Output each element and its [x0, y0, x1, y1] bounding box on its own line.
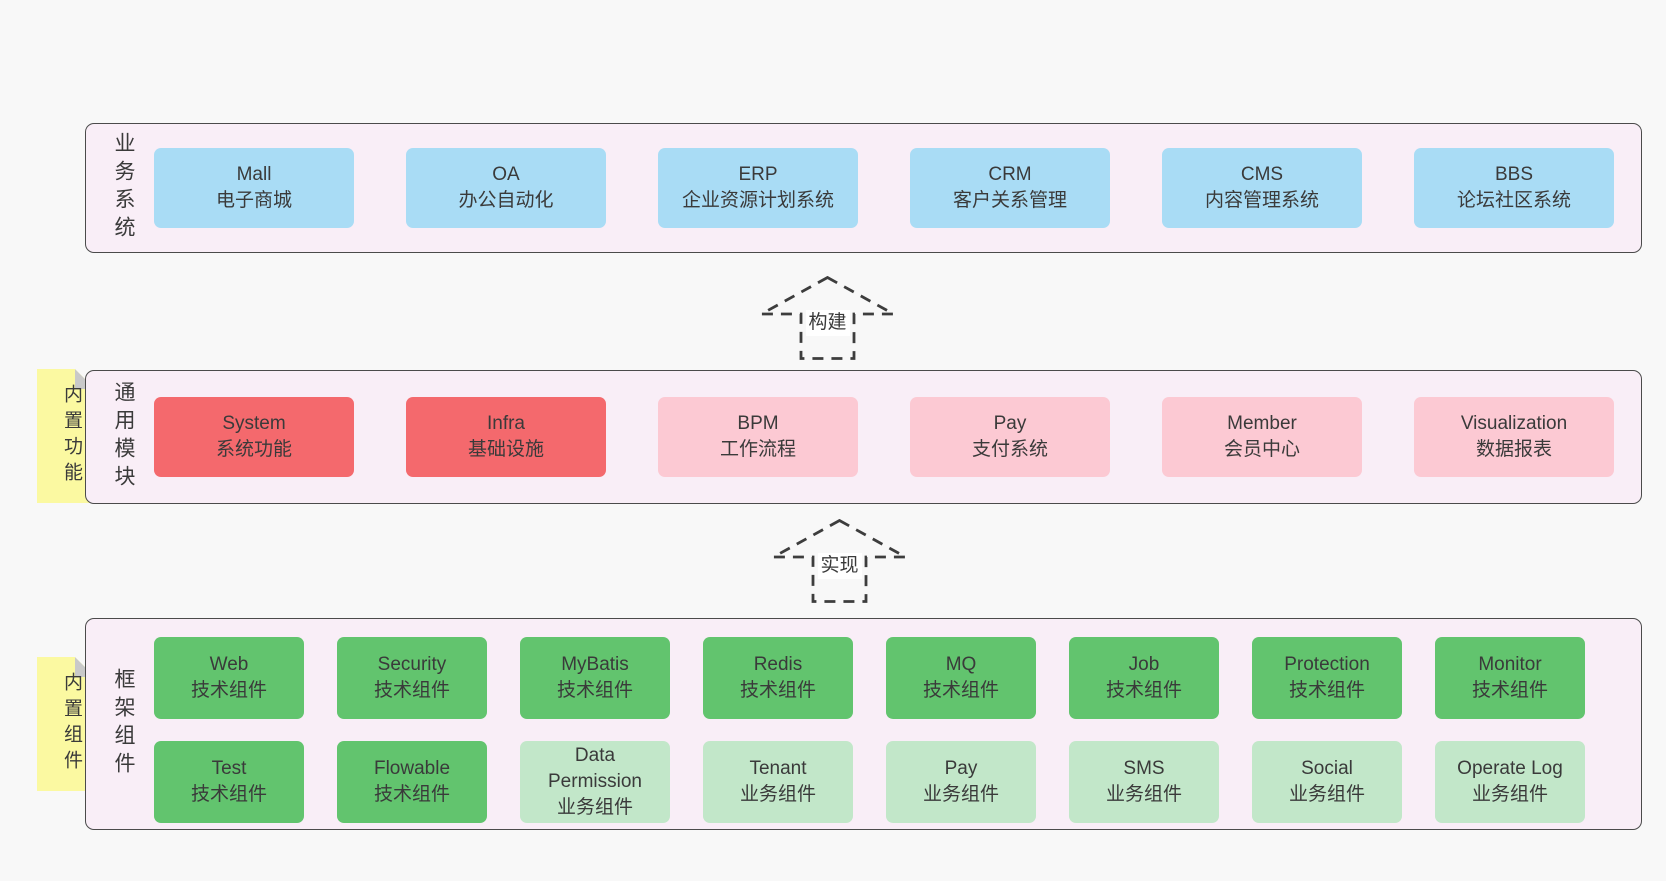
- box-desc: 支付系统: [971, 439, 1048, 460]
- box-desc: 技术组件: [1471, 680, 1548, 701]
- box-desc: 技术组件: [373, 680, 450, 701]
- box-desc: 论坛社区系统: [1456, 190, 1571, 211]
- box-name: Web: [209, 654, 249, 675]
- section-common-modules: 通用模块 System 系统功能 Infra 基础设施 BPM 工作流程 Pay…: [85, 370, 1642, 504]
- box-desc: 业务组件: [1288, 784, 1365, 805]
- box-name: Flowable: [373, 758, 451, 779]
- build-arrow-label: 构建: [805, 310, 850, 336]
- box-desc: 会员中心: [1223, 439, 1300, 460]
- box-name: Pay: [944, 758, 978, 779]
- box-name: SMS: [1123, 758, 1165, 779]
- box-cms: CMS 内容管理系统: [1162, 148, 1362, 228]
- box-desc: 数据报表: [1475, 439, 1552, 460]
- box-bbs: BBS 论坛社区系统: [1414, 148, 1614, 228]
- box-name: Redis: [753, 654, 803, 675]
- section-label-business: 业务系统: [112, 132, 135, 244]
- box-sms: SMS 业务组件: [1069, 741, 1219, 823]
- box-desc: 技术组件: [190, 784, 267, 805]
- box-desc: 业务组件: [1471, 784, 1548, 805]
- box-desc: 技术组件: [373, 784, 450, 805]
- box-name: Member: [1227, 413, 1297, 434]
- box-name: Tenant: [749, 758, 807, 779]
- box-desc: 企业资源计划系统: [681, 190, 834, 211]
- box-mq: MQ 技术组件: [886, 637, 1036, 719]
- box-infra: Infra 基础设施: [406, 397, 606, 477]
- box-name: Security: [377, 654, 447, 675]
- box-name: System: [222, 413, 286, 434]
- box-protection: Protection 技术组件: [1252, 637, 1402, 719]
- box-name: Mall: [236, 164, 272, 185]
- box-name: CRM: [988, 164, 1032, 185]
- box-name: Protection: [1284, 654, 1370, 675]
- section-framework-components: 框架组件 Web 技术组件 Security 技术组件 MyBatis 技术组件…: [85, 618, 1642, 830]
- implement-arrow-label: 实现: [817, 553, 862, 579]
- box-name: Visualization: [1460, 413, 1568, 434]
- box-name: Data Permission: [548, 745, 642, 792]
- box-desc: 技术组件: [556, 680, 633, 701]
- box-social: Social 业务组件: [1252, 741, 1402, 823]
- section-business-systems: 业务系统 Mall 电子商城 OA 办公自动化 ERP 企业资源计划系统 CRM…: [85, 123, 1642, 253]
- box-name: Social: [1301, 758, 1353, 779]
- box-desc: 系统功能: [215, 439, 292, 460]
- box-name: Operate Log: [1457, 758, 1563, 779]
- box-desc: 业务组件: [556, 797, 633, 818]
- box-redis: Redis 技术组件: [703, 637, 853, 719]
- box-flowable: Flowable 技术组件: [337, 741, 487, 823]
- box-name: Job: [1128, 654, 1160, 675]
- box-desc: 技术组件: [190, 680, 267, 701]
- box-desc: 技术组件: [739, 680, 816, 701]
- box-web: Web 技术组件: [154, 637, 304, 719]
- box-desc: 技术组件: [922, 680, 999, 701]
- box-pay-component: Pay 业务组件: [886, 741, 1036, 823]
- box-crm: CRM 客户关系管理: [910, 148, 1110, 228]
- box-member: Member 会员中心: [1162, 397, 1362, 477]
- up-arrow-icon: [760, 276, 895, 360]
- box-job: Job 技术组件: [1069, 637, 1219, 719]
- section-label-framework: 框架组件: [112, 668, 135, 780]
- box-name: MQ: [945, 654, 977, 675]
- box-bpm: BPM 工作流程: [658, 397, 858, 477]
- box-security: Security 技术组件: [337, 637, 487, 719]
- box-mybatis: MyBatis 技术组件: [520, 637, 670, 719]
- box-desc: 基础设施: [467, 439, 544, 460]
- box-name: BPM: [737, 413, 779, 434]
- box-test: Test 技术组件: [154, 741, 304, 823]
- sticky-tab-label: 内置组件: [61, 672, 82, 776]
- box-visualization: Visualization 数据报表: [1414, 397, 1614, 477]
- box-name: ERP: [738, 164, 778, 185]
- box-name: OA: [492, 164, 520, 185]
- box-desc: 电子商城: [215, 190, 292, 211]
- box-desc: 业务组件: [922, 784, 999, 805]
- box-operate-log: Operate Log 业务组件: [1435, 741, 1585, 823]
- box-name: MyBatis: [561, 654, 629, 675]
- box-desc: 办公自动化: [458, 190, 554, 211]
- build-arrow: 构建: [760, 276, 895, 360]
- box-data-permission: Data Permission 业务组件: [520, 741, 670, 823]
- box-desc: 工作流程: [719, 439, 796, 460]
- box-name: Monitor: [1478, 654, 1542, 675]
- box-mall: Mall 电子商城: [154, 148, 354, 228]
- box-name: BBS: [1494, 164, 1534, 185]
- box-desc: 内容管理系统: [1204, 190, 1319, 211]
- box-name: Test: [211, 758, 247, 779]
- box-name: Infra: [486, 413, 526, 434]
- box-desc: 客户关系管理: [952, 190, 1067, 211]
- box-oa: OA 办公自动化: [406, 148, 606, 228]
- box-name: CMS: [1240, 164, 1284, 185]
- box-name: Pay: [993, 413, 1027, 434]
- section-label-modules: 通用模块: [112, 381, 135, 493]
- up-arrow-icon: [772, 519, 907, 603]
- box-pay-system: Pay 支付系统: [910, 397, 1110, 477]
- box-monitor: Monitor 技术组件: [1435, 637, 1585, 719]
- box-tenant: Tenant 业务组件: [703, 741, 853, 823]
- box-desc: 技术组件: [1105, 680, 1182, 701]
- box-desc: 技术组件: [1288, 680, 1365, 701]
- implement-arrow: 实现: [772, 519, 907, 603]
- box-erp: ERP 企业资源计划系统: [658, 148, 858, 228]
- sticky-tab-label: 内置功能: [61, 384, 82, 488]
- box-desc: 业务组件: [1105, 784, 1182, 805]
- box-desc: 业务组件: [739, 784, 816, 805]
- box-system: System 系统功能: [154, 397, 354, 477]
